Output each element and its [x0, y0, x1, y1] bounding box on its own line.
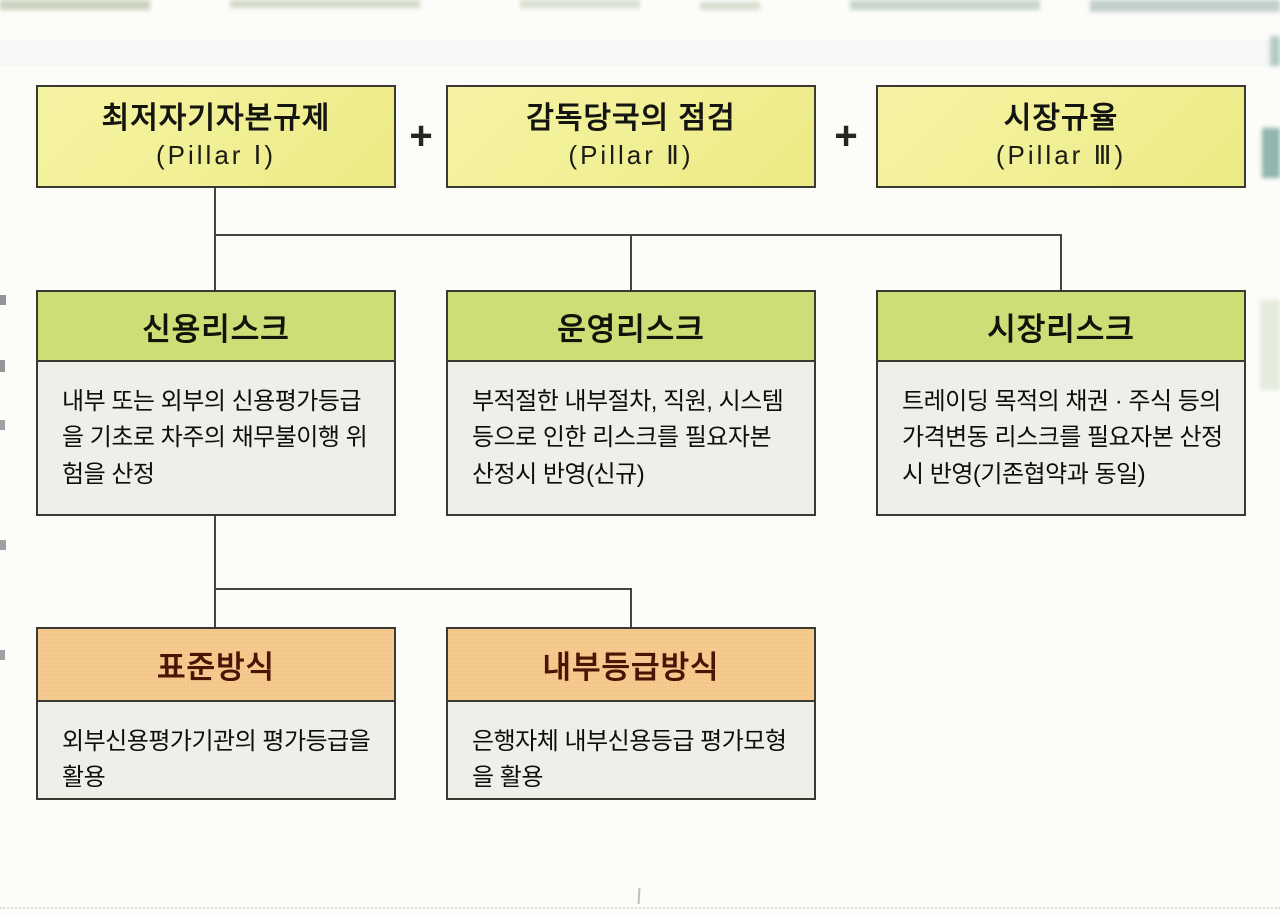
- risk-box-credit: 신용리스크 내부 또는 외부의 신용평가등급을 기초로 차주의 채무불이행 위험…: [36, 290, 396, 516]
- connector-line: [1060, 235, 1062, 291]
- scan-artifact: [0, 40, 1280, 66]
- approach-description: 은행자체 내부신용등급 평가모형을 활용: [472, 728, 787, 792]
- pillar-subtitle: (Pillar Ⅲ): [995, 139, 1127, 170]
- pillar-box-market-discipline: 시장규율 (Pillar Ⅲ): [876, 85, 1246, 188]
- pillar-subtitle: (Pillar Ⅱ): [568, 139, 694, 170]
- scan-artifact: [0, 650, 5, 660]
- risk-title: 시장리스크: [878, 292, 1244, 362]
- scan-artifact: [520, 0, 640, 8]
- pillar-subtitle: (Pillar Ⅰ): [156, 139, 276, 170]
- approach-description: 외부신용평가기관의 평가등급을 활용: [62, 728, 371, 792]
- approach-title: 표준방식: [38, 629, 394, 702]
- pillar-box-supervisory-review: 감독당국의 점검 (Pillar Ⅱ): [446, 85, 816, 188]
- risk-description: 트레이딩 목적의 채권 · 주식 등의 가격변동 리스크를 필요자본 산정시 반…: [902, 388, 1223, 488]
- scan-artifact: [850, 0, 1040, 10]
- pillar-title: 시장규율: [1003, 102, 1119, 136]
- connector-line: [630, 589, 632, 628]
- plus-sign: +: [409, 114, 433, 158]
- approach-title: 내부등급방식: [448, 629, 814, 702]
- scan-artifact: [0, 540, 6, 550]
- scan-artifact: [230, 0, 420, 8]
- plus-sign: +: [834, 114, 858, 158]
- connector-line: [214, 234, 1062, 236]
- scan-artifact: [1090, 0, 1280, 12]
- scan-artifact: [637, 887, 641, 905]
- connector-line: [214, 187, 216, 291]
- approach-box-internal-ratings: 내부등급방식 은행자체 내부신용등급 평가모형을 활용: [446, 627, 816, 800]
- scan-artifact: [0, 0, 150, 10]
- connector-line: [630, 235, 632, 291]
- connector-line: [214, 515, 216, 628]
- risk-box-market: 시장리스크 트레이딩 목적의 채권 · 주식 등의 가격변동 리스크를 필요자본…: [876, 290, 1246, 516]
- scan-artifact: [0, 420, 5, 430]
- approach-box-standardized: 표준방식 외부신용평가기관의 평가등급을 활용: [36, 627, 396, 800]
- scan-artifact: [1262, 128, 1280, 178]
- scan-artifact: [1270, 36, 1280, 66]
- pillar-box-minimum-capital: 최저자기자본규제 (Pillar Ⅰ): [36, 85, 396, 188]
- scan-artifact: [700, 2, 760, 10]
- risk-title: 신용리스크: [38, 292, 394, 362]
- scan-artifact: [0, 295, 6, 305]
- risk-description: 내부 또는 외부의 신용평가등급을 기초로 차주의 채무불이행 위험을 산정: [62, 388, 368, 488]
- pillar-title: 최저자기자본규제: [101, 102, 331, 136]
- risk-title: 운영리스크: [448, 292, 814, 362]
- risk-description: 부적절한 내부절차, 직원, 시스템 등으로 인한 리스크를 필요자본 산정시 …: [472, 388, 784, 488]
- connector-line: [214, 588, 632, 590]
- scan-artifact: [0, 907, 1280, 909]
- scan-artifact: [0, 360, 5, 372]
- pillar-title: 감독당국의 점검: [526, 102, 736, 136]
- risk-box-operational: 운영리스크 부적절한 내부절차, 직원, 시스템 등으로 인한 리스크를 필요자…: [446, 290, 816, 516]
- scan-artifact: [1260, 300, 1280, 390]
